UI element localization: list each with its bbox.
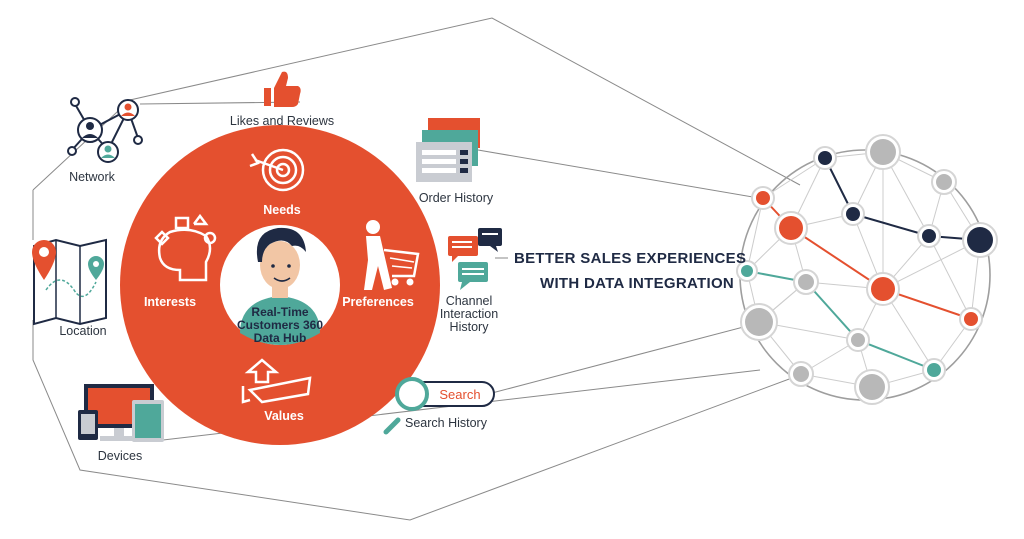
customer-hub: Real-Time Customers 360 Data Hub Needs I… [120, 125, 440, 445]
segment-values: Values [264, 409, 304, 423]
network-icon [67, 97, 143, 163]
segment-interests: Interests [144, 295, 196, 309]
label-order-history: Order History [419, 191, 494, 205]
network-mesh-edge [762, 157, 826, 199]
network-node [870, 139, 896, 165]
network-node [871, 277, 895, 301]
devices-icon [78, 384, 164, 442]
brain-gifts-icon [154, 213, 217, 282]
network-mesh-edge [928, 235, 972, 320]
customer-avatar-icon [240, 227, 320, 345]
order-history-icon [416, 118, 480, 182]
network-node [936, 174, 952, 190]
hub-label-line-3: Data Hub [254, 331, 307, 345]
network-node [964, 312, 978, 326]
network-node [927, 363, 941, 377]
network-node [756, 191, 770, 205]
network-node [779, 216, 803, 240]
label-search-history: Search History [405, 416, 488, 430]
network-highlight-path [746, 270, 935, 371]
network-node [851, 333, 865, 347]
network-node [741, 265, 753, 277]
hand-arrow-icon [241, 358, 312, 404]
headline-line-2: WITH DATA INTEGRATION [540, 275, 734, 292]
search-magnifier-icon [383, 377, 495, 435]
headline-line-1: BETTER SALES EXPERIENCES [514, 250, 746, 267]
network-graph [736, 134, 998, 405]
target-icon [249, 148, 305, 192]
search-box-text: Search [439, 387, 480, 402]
network-mesh-edge [746, 197, 764, 272]
thumbs-up-icon [264, 71, 301, 107]
segment-preferences: Preferences [342, 295, 414, 309]
label-channel-line-1: Channel [446, 294, 493, 308]
label-channel-line-3: History [450, 320, 490, 334]
network-node [922, 229, 936, 243]
label-likes-and-reviews: Likes and Reviews [230, 114, 334, 128]
chat-bubbles-icon [448, 228, 502, 290]
network-node [846, 207, 860, 221]
network-highlight-path [762, 197, 972, 320]
label-network: Network [69, 170, 116, 184]
network-node [967, 227, 993, 253]
network-node [793, 366, 809, 382]
network-mesh-edge [882, 239, 981, 290]
segment-needs: Needs [263, 203, 301, 217]
label-devices: Devices [98, 449, 142, 463]
shopping-cart-icon [364, 220, 420, 290]
network-node [859, 374, 885, 400]
label-channel-line-2: Interaction [440, 307, 498, 321]
network-node [818, 151, 832, 165]
hub-label-line-2: Customers 360 [237, 318, 323, 332]
network-node [798, 274, 814, 290]
network-node [745, 308, 773, 336]
network-highlight-path [824, 157, 981, 241]
label-location: Location [59, 324, 106, 338]
location-map-icon [32, 238, 107, 326]
hub-label-line-1: Real-Time [251, 305, 308, 319]
